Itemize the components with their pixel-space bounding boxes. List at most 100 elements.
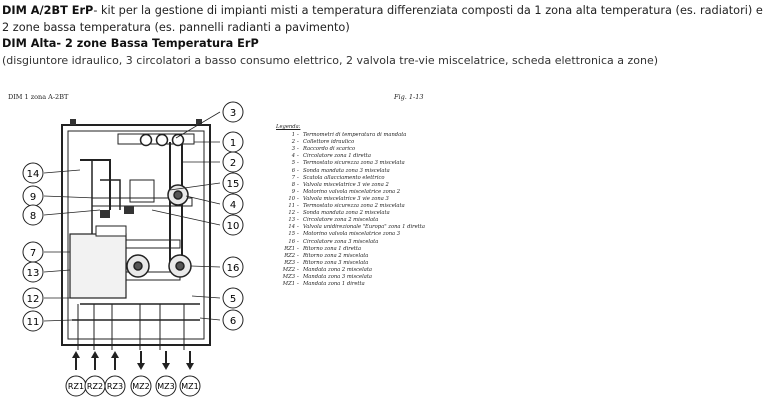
legend-text: Termostato sicurezza zona 2 miscelata [303, 203, 405, 210]
svg-text:5: 5 [230, 294, 236, 305]
legend-item: 12-Sonda mandata zona 2 miscelata [276, 210, 426, 217]
svg-text:RZ3: RZ3 [107, 382, 123, 391]
legend-text: Ritorno zona 3 miscelata [303, 259, 369, 266]
connection-mz2: MZ2 [130, 375, 152, 397]
legend-text: Scatola allacciamento elettrico [303, 174, 385, 181]
legend-text: Ritorno zona 1 diretta [303, 245, 362, 252]
legend-separator: - [297, 181, 299, 188]
legend-text: Circolatore zona 2 miscelata [303, 217, 379, 224]
legend-text: Motorino valvola miscelatrice zona 3 [303, 231, 401, 238]
legend-text: Mandata zona 1 diretta [303, 281, 365, 288]
callout-9: 9 [22, 185, 44, 207]
callout-16: 16 [222, 256, 244, 278]
legend-text: Mandata zona 3 miscelata [303, 273, 373, 280]
legend-item: 2-Collettore idraulico [276, 139, 426, 146]
callout-2: 2 [222, 151, 244, 173]
legend-separator: - [297, 132, 299, 139]
legend-item: 16-Circolatore zona 3 miscelata [276, 239, 426, 246]
connection-rz2: RZ2 [84, 375, 106, 397]
flow-arrows [72, 351, 194, 370]
legend-text: Termometri di temperatura di mandata [303, 132, 407, 139]
legend-text: Mandata zona 2 miscelata [303, 266, 373, 273]
svg-text:7: 7 [30, 248, 36, 259]
legend-item: MZ1-Mandata zona 1 diretta [276, 281, 426, 288]
svg-text:9: 9 [30, 192, 36, 203]
legend-item: 10-Valvola miscelatrice 3 vie zona 3 [276, 196, 426, 203]
legend-key: 1 [291, 132, 295, 139]
callout-14: 14 [22, 162, 44, 184]
legend-text: Circolatore zona 3 miscelata [303, 238, 379, 245]
legend-key: 16 [288, 238, 295, 245]
legend-separator: - [297, 146, 299, 153]
legend-item: RZ2-Ritorno zona 2 miscelata [276, 253, 426, 260]
connection-mz1: MZ1 [179, 375, 201, 397]
legend-key: 13 [288, 217, 295, 224]
svg-text:6: 6 [230, 316, 236, 327]
legend-text: Collettore idraulico [303, 139, 355, 146]
legend-text: Motorino valvola miscelatrice zona 2 [303, 188, 401, 195]
legend: Legenda: 1-Termometri di temperatura di … [276, 124, 426, 288]
legend-key: RZ1 [284, 245, 295, 252]
legend-separator: - [297, 139, 299, 146]
legend-item: 8-Valvola miscelatrice 3 vie zona 2 [276, 182, 426, 189]
legend-key: 9 [291, 188, 295, 195]
intro-text: DIM A/2BT ErP- kit per la gestione di im… [2, 3, 772, 69]
legend-key: 11 [288, 203, 295, 210]
legend-text: Circolatore zona 1 diretta [303, 153, 371, 160]
legend-separator: - [297, 259, 299, 266]
legend-separator: - [297, 217, 299, 224]
legend-item: 1-Termometri di temperatura di mandata [276, 132, 426, 139]
legend-key: 3 [291, 146, 295, 153]
cabinet-inner [67, 130, 205, 340]
product-variant: DIM Alta- 2 zone Bassa Temperatura ErP [2, 37, 259, 50]
legend-key: 6 [291, 167, 295, 174]
legend-item: 6-Sonda mandata zona 3 miscelata [276, 168, 426, 175]
svg-text:15: 15 [227, 179, 240, 190]
electrical-box [69, 233, 127, 299]
callout-11: 11 [22, 310, 44, 332]
legend-key: MZ2 [282, 266, 295, 273]
svg-text:8: 8 [30, 211, 36, 222]
svg-text:1: 1 [230, 138, 236, 149]
callout-6: 6 [222, 309, 244, 331]
legend-text: Valvola unidirezionale "Europa" zona 1 d… [303, 224, 425, 231]
legend-text: Termostato sicurezza zona 3 miscelata [303, 160, 405, 167]
legend-key: 14 [288, 224, 295, 231]
legend-item: 4-Circolatore zona 1 diretta [276, 153, 426, 160]
legend-text: Sonda mandata zona 2 miscelata [303, 210, 390, 217]
legend-heading: Legenda: [276, 124, 301, 130]
svg-text:16: 16 [227, 263, 240, 274]
legend-key: MZ1 [282, 281, 295, 288]
svg-text:MZ3: MZ3 [157, 382, 174, 391]
figure-number: Fig. 1-13 [394, 93, 424, 101]
hydraulic-kit-diagram: 3 1 2 15 4 10 16 5 6 14 9 8 7 13 12 11 R… [22, 101, 244, 397]
legend-key: 7 [291, 174, 295, 181]
legend-item: 15-Motorino valvola miscelatrice zona 3 [276, 231, 426, 238]
legend-separator: - [297, 281, 299, 288]
product-components: (disgiuntore idraulico, 3 circolatori a … [2, 53, 659, 67]
legend-key: 12 [288, 210, 295, 217]
callout-1: 1 [222, 131, 244, 153]
connection-rz3: RZ3 [104, 375, 126, 397]
callout-7: 7 [22, 241, 44, 263]
legend-separator: - [297, 273, 299, 280]
callout-12: 12 [22, 287, 44, 309]
svg-text:13: 13 [27, 268, 40, 279]
callout-3: 3 [222, 101, 244, 123]
svg-text:4: 4 [230, 200, 236, 211]
legend-item: RZ3-Ritorno zona 3 miscelata [276, 260, 426, 267]
legend-key: RZ2 [284, 252, 295, 259]
legend-item: 3-Raccordo di scarico [276, 146, 426, 153]
circulator-pumps [126, 184, 192, 278]
legend-item: 5-Termostato sicurezza zona 3 miscelata [276, 160, 426, 167]
legend-separator: - [297, 160, 299, 167]
legend-separator: - [297, 153, 299, 160]
legend-key: MZ3 [282, 273, 295, 280]
legend-text: Raccordo di scarico [303, 146, 356, 153]
legend-key: 4 [291, 153, 295, 160]
callout-10: 10 [222, 214, 244, 236]
callout-4: 4 [222, 193, 244, 215]
svg-text:RZ1: RZ1 [68, 382, 84, 391]
svg-text:14: 14 [27, 169, 40, 180]
legend-item: 7-Scatola allacciamento elettrico [276, 175, 426, 182]
